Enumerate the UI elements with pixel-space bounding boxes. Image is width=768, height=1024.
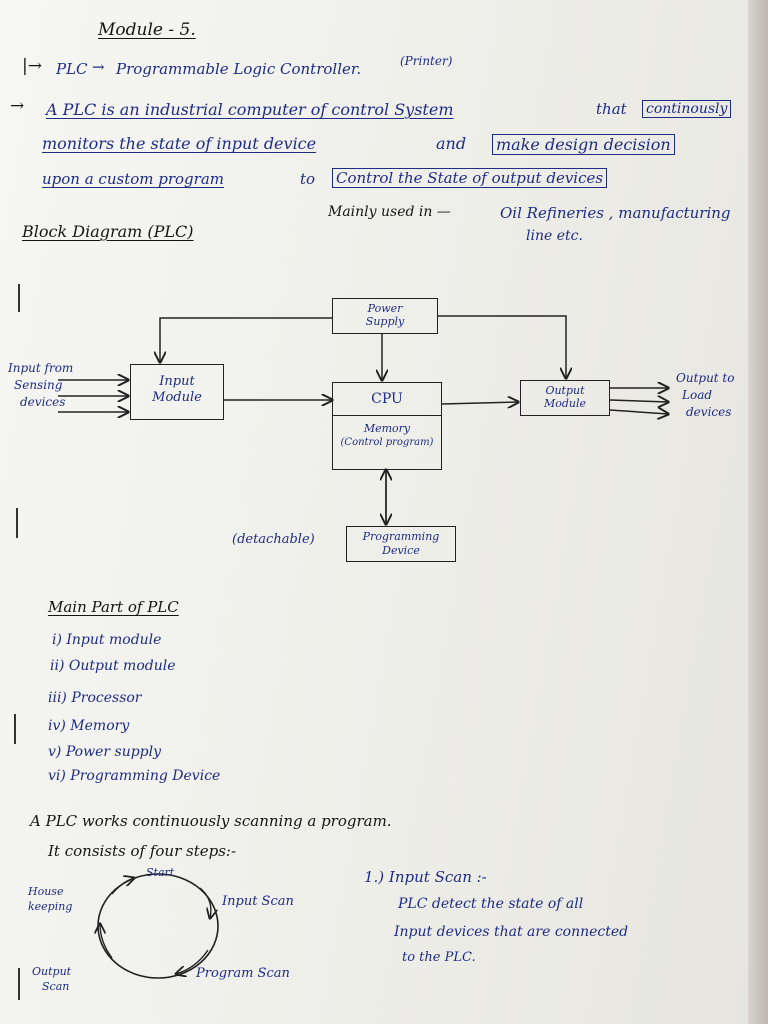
usage-value1: Oil Refineries , manufacturing (500, 204, 731, 222)
definition-part2: that (596, 100, 627, 118)
cycle-input-scan: Input Scan (222, 894, 294, 909)
margin-mark-3 (14, 714, 16, 744)
page-title: Module - 5. (98, 20, 196, 40)
definition-part9: Control the State of output devices (332, 168, 608, 188)
input-scan-title: 1.) Input Scan :- (364, 868, 487, 886)
definition-part3: continously (642, 100, 732, 118)
plc-label: PLC (56, 60, 88, 78)
cpu-label: CPU (333, 383, 441, 416)
cycle-house-keeping: House keeping (28, 884, 72, 914)
cycle-start-label: Start (146, 866, 175, 879)
input-module-block: Input Module (130, 364, 224, 420)
input-from-label: Input from Sensing devices (8, 360, 73, 411)
definition-part4: monitors the state of input device (42, 134, 317, 153)
memory-line2: (Control program) (340, 437, 434, 448)
line1-arrow2: → (92, 58, 105, 76)
programming-device-line2: Device (382, 544, 420, 557)
definition-arrow: → (10, 96, 25, 116)
output-to-line3: devices (686, 405, 732, 419)
memory-line1: Memory (363, 422, 411, 435)
scan-intro-line1: A PLC works continuously scanning a prog… (30, 812, 392, 830)
input-module-line1: Input (159, 374, 195, 389)
printer-note: (Printer) (400, 54, 453, 68)
output-scan-line2: Scan (42, 980, 70, 993)
margin-mark-4 (18, 968, 20, 1000)
detachable-label: (detachable) (232, 532, 315, 547)
input-from-line2: Sensing (14, 378, 63, 392)
cycle-program-scan: Program Scan (196, 966, 290, 981)
main-part-4: iv) Memory (48, 718, 130, 734)
definition-part5: and (436, 134, 467, 153)
main-part-6: vi) Programming Device (48, 768, 221, 784)
main-part-5: v) Power supply (48, 744, 162, 760)
output-module-line2: Module (543, 397, 587, 410)
output-module-line1: Output (545, 384, 585, 397)
definition-part1: A PLC is an industrial computer of contr… (46, 100, 454, 119)
definition-part7: upon a custom program (42, 170, 224, 188)
margin-mark-2 (16, 508, 18, 538)
input-from-line1: Input from (8, 361, 74, 375)
output-to-line2: Load (682, 388, 713, 402)
usage-value2: line etc. (526, 228, 583, 244)
main-part-1: i) Input module (52, 632, 162, 648)
main-part-2: ii) Output module (50, 658, 176, 674)
margin-mark-1 (18, 284, 20, 312)
page-edge (748, 0, 768, 1024)
house-keeping-line1: House (28, 885, 64, 898)
programming-device-block: Programming Device (346, 526, 456, 562)
power-supply-block: Power Supply (332, 298, 438, 334)
house-keeping-line2: keeping (28, 900, 73, 913)
definition-part8: to (300, 170, 316, 188)
output-to-line1: Output to (676, 371, 735, 385)
input-scan-line3: to the PLC. (402, 950, 476, 965)
cycle-output-scan: Output Scan (32, 964, 71, 994)
output-to-label: Output to Load devices (676, 370, 734, 421)
output-scan-line1: Output (32, 965, 72, 978)
output-module-block: Output Module (520, 380, 610, 416)
plc-expansion: Programmable Logic Controller. (116, 60, 362, 78)
input-scan-line1: PLC detect the state of all (398, 896, 584, 912)
definition-part6: make design decision (492, 134, 675, 155)
main-part-3: iii) Processor (48, 690, 142, 706)
scan-intro-line2: It consists of four steps:- (48, 842, 237, 860)
power-supply-line1: Power (367, 302, 403, 315)
main-parts-heading: Main Part of PLC (48, 598, 179, 616)
input-module-line2: Module (152, 390, 202, 405)
programming-device-line1: Programming (362, 530, 440, 543)
usage-label: Mainly used in — (328, 204, 451, 220)
input-scan-line2: Input devices that are connected (394, 924, 629, 940)
power-supply-line2: Supply (365, 315, 405, 328)
cpu-block: CPU Memory (Control program) (332, 382, 442, 470)
input-from-line3: devices (20, 395, 66, 409)
block-diagram-heading: Block Diagram (PLC) (22, 222, 194, 241)
line1-arrow: |→ (22, 56, 42, 76)
